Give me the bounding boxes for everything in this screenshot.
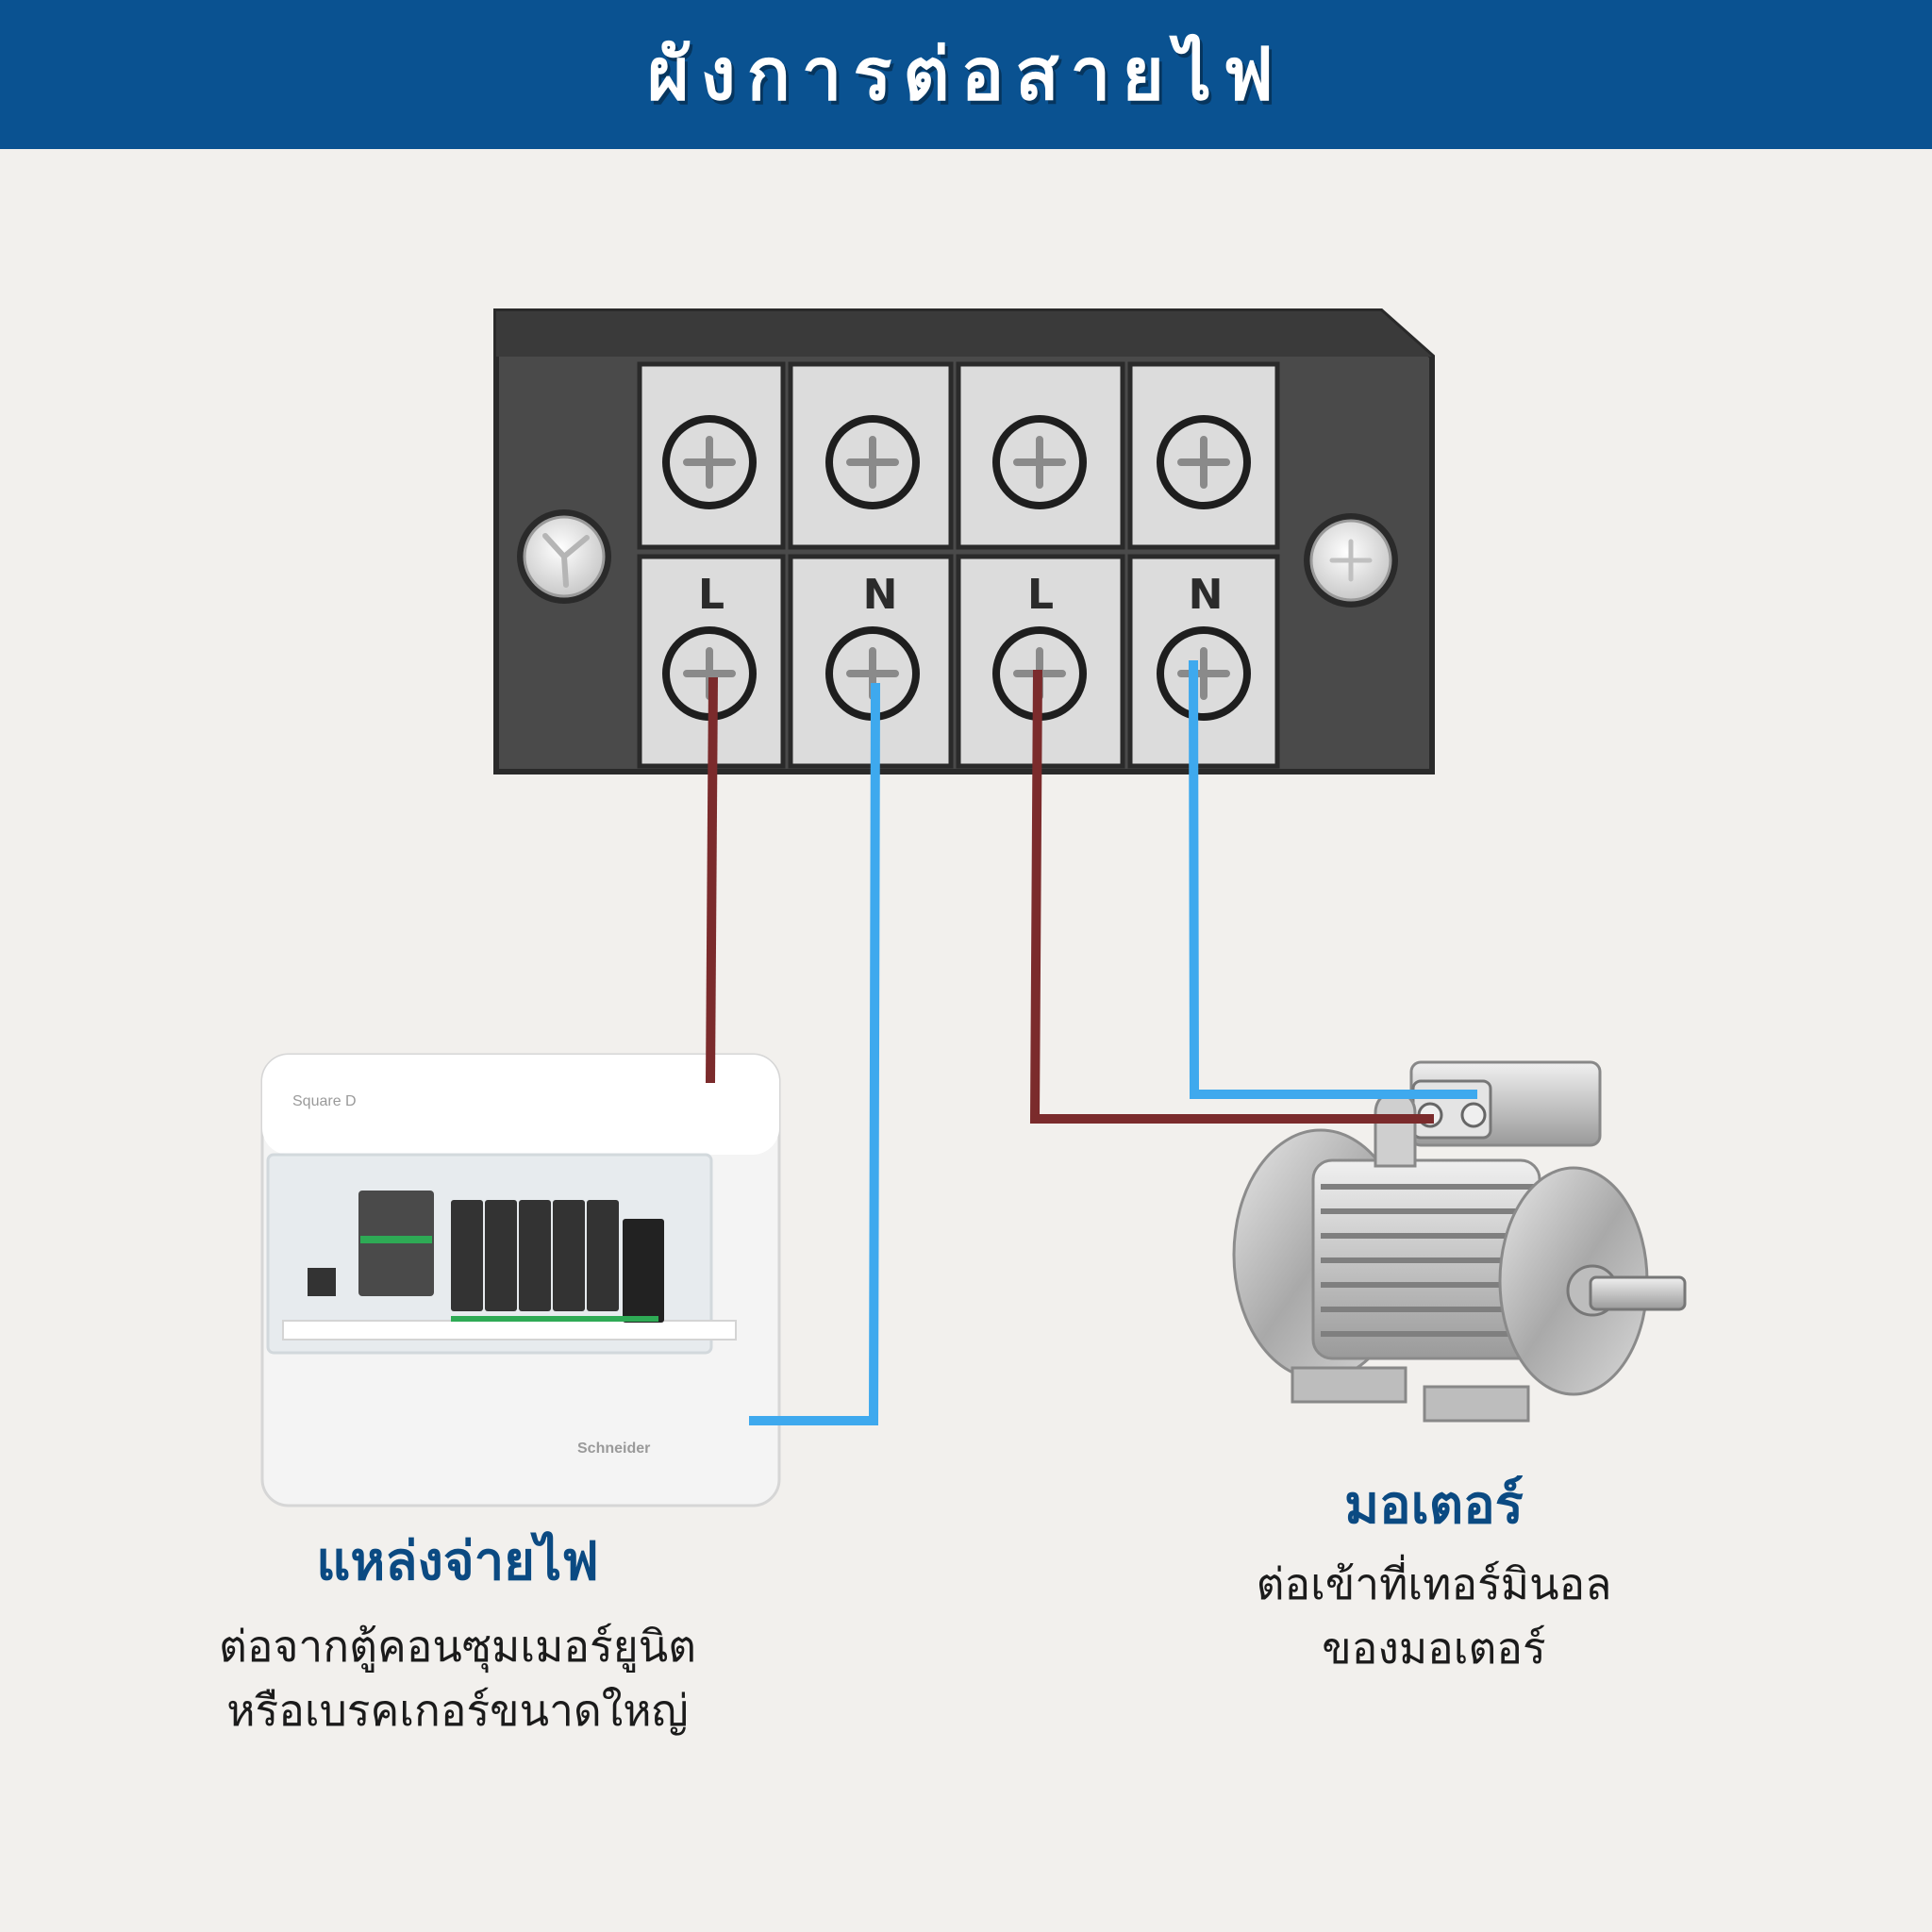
terminal-label-n1: N [863, 571, 898, 619]
screw-plus-icon [1157, 626, 1251, 721]
screw-plus-icon [662, 626, 757, 721]
live-wire-source [706, 676, 718, 1084]
screw-plus-icon [825, 626, 920, 721]
source-label: แหล่งจ่ายไฟ ต่อจากตู้คอนซุมเมอร์ยูนิต หร… [113, 1519, 802, 1742]
live-wire-motor [1029, 669, 1434, 1124]
wires [706, 659, 1477, 1425]
panel-brand-label: Square D [292, 1093, 357, 1109]
motor-label: มอเตอร์ ต่อเข้าที่เทอร์มินอล ของมอเตอร์ [1170, 1462, 1698, 1680]
qr-code [308, 1268, 336, 1296]
header-banner: ผังการต่อสายไฟ [0, 0, 1932, 149]
motor-desc-line1: ต่อเข้าที่เทอร์มินอล [1256, 1558, 1612, 1609]
mount-screw-icon [1304, 513, 1398, 608]
motor-lifting-eye [1374, 1091, 1417, 1168]
consumer-unit: Square D Schneider [260, 1053, 781, 1507]
source-title: แหล่งจ่ายไฟ [316, 1531, 599, 1592]
motor-foot [1423, 1385, 1530, 1423]
consumer-unit-lid [262, 1055, 779, 1155]
terminal-block-top [496, 311, 1432, 357]
motor-illustration [1232, 1060, 1687, 1423]
neutral-wire-motor [1189, 659, 1477, 1099]
mount-screw-icon [517, 509, 611, 604]
terminal-block: L N L N [493, 308, 1435, 774]
terminal-label-n2: N [1189, 571, 1224, 619]
screw-plus-icon [1157, 415, 1251, 509]
source-desc-line1: ต่อจากตู้คอนซุมเมอร์ยูนิต [218, 1621, 697, 1672]
screw-plus-icon [992, 415, 1087, 509]
terminal-label-l2: L [1027, 571, 1054, 619]
panel-maker-label: Schneider [577, 1441, 650, 1457]
source-desc-line2: หรือเบรคเกอร์ขนาดใหญ่ [226, 1685, 689, 1736]
motor-desc-line2: ของมอเตอร์ [1322, 1623, 1546, 1674]
neutral-wire-source [749, 682, 880, 1425]
breaker-row [358, 1191, 664, 1323]
motor-terminal-screw-icon [1460, 1102, 1487, 1128]
screw-plus-icon [662, 415, 757, 509]
motor-title: มอเตอร์ [1344, 1474, 1524, 1536]
terminal-label-l1: L [698, 571, 724, 619]
screw-plus-icon [825, 415, 920, 509]
motor-foot [1291, 1366, 1407, 1404]
page-title: ผังการต่อสายไฟ [647, 32, 1285, 116]
motor-shaft [1589, 1275, 1687, 1311]
